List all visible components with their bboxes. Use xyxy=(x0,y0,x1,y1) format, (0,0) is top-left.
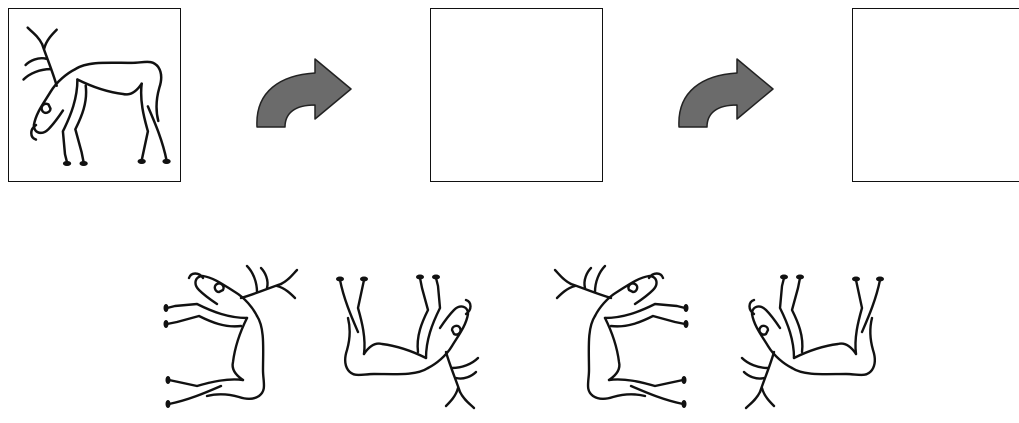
curved-arrow-right-icon xyxy=(677,53,777,133)
option-2[interactable] xyxy=(336,268,486,418)
elk-icon-rotated-90-clockwise xyxy=(157,258,307,408)
elk-icon xyxy=(9,9,179,179)
elk-icon-rotated-mirrored xyxy=(545,258,695,408)
sequence-box-blank-2[interactable] xyxy=(852,8,1019,182)
sequence-box-blank-1[interactable] xyxy=(430,8,603,182)
option-3[interactable] xyxy=(545,258,695,408)
option-1[interactable] xyxy=(157,258,307,408)
elk-icon-upside-down-mirrored xyxy=(734,268,884,418)
sequence-box-given xyxy=(8,8,181,182)
curved-arrow-right-icon xyxy=(255,53,355,133)
option-4[interactable] xyxy=(734,268,884,418)
elk-icon-upside-down xyxy=(336,268,486,418)
